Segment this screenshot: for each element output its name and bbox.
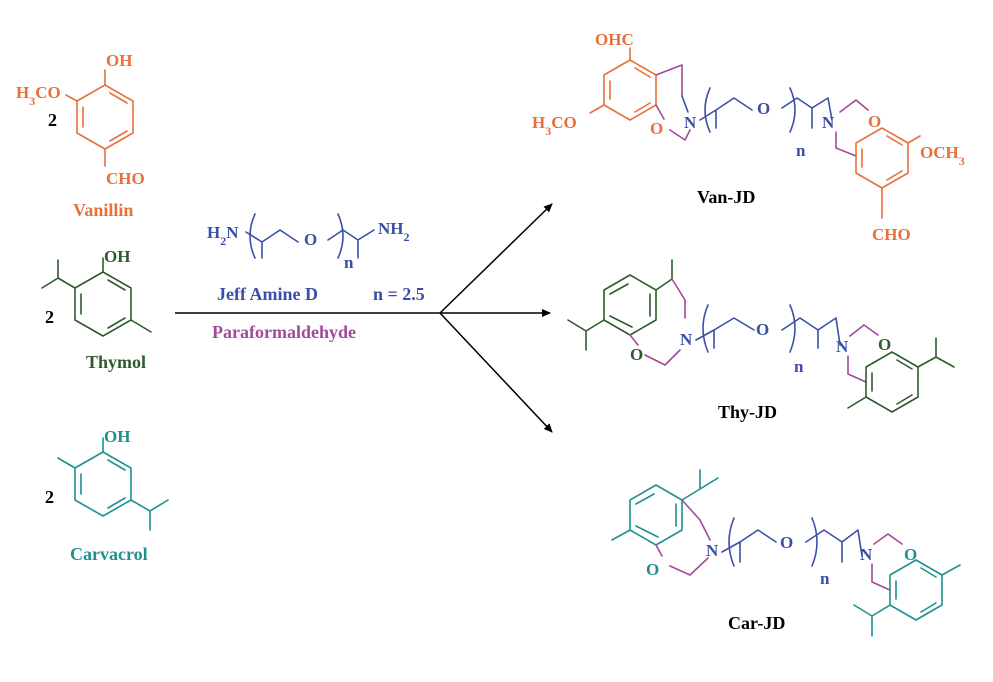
paraformaldehyde-label: Paraformaldehyde	[212, 322, 356, 342]
thymol-ring	[74, 271, 132, 337]
van-jd-left-oxazine-n-bond	[681, 95, 689, 113]
thy-jd-left-n: N	[680, 330, 693, 349]
vanillin-aldehyde-label: CHO	[106, 169, 145, 188]
thy-jd-left-ring-inner	[609, 283, 651, 328]
carvacrol-coefficient: 2	[45, 487, 54, 507]
car-jd-right-ring-inner	[895, 567, 937, 613]
arrow-to-car-jd	[439, 312, 553, 433]
van-jd-cho-top: OHC	[595, 30, 634, 49]
jeffamine-backbone	[245, 229, 375, 259]
vanillin-ring	[76, 84, 134, 150]
thymol-ring-inner	[80, 279, 126, 329]
car-jd-repeat-n: n	[820, 569, 830, 588]
jeffamine-structure: H2N O n NH2 Jeff Amine D n = 2.5 Parafor…	[207, 213, 425, 342]
van-jd-product: OHC H3CO O N O n N O OCH3 CHO Van-JD	[532, 30, 965, 244]
van-jd-cho-bottom: CHO	[872, 225, 911, 244]
van-jd-och3-left: H3CO	[532, 113, 577, 138]
thy-jd-right-o: O	[878, 335, 891, 354]
car-jd-right-n: N	[860, 545, 873, 564]
car-jd-product: O N O n N O Car-JD	[611, 469, 961, 637]
car-jd-chain	[721, 529, 863, 563]
thy-jd-right-substituents	[847, 337, 955, 409]
arrow-to-van-jd	[439, 203, 553, 314]
thy-jd-right-n: N	[836, 337, 849, 356]
vanillin-coefficient: 2	[48, 110, 57, 130]
vanillin-oh-label: OH	[106, 51, 132, 70]
van-jd-left-ring	[603, 59, 657, 121]
car-jd-left-oxazine	[655, 499, 711, 576]
van-jd-och3-right: OCH3	[920, 143, 965, 168]
thymol-molecule: OH 2 Thymol	[41, 247, 152, 372]
carvacrol-ring-inner	[80, 459, 126, 509]
van-jd-left-o: O	[650, 119, 663, 138]
thy-jd-chain-o: O	[756, 320, 769, 339]
van-jd-left-oxazine	[655, 64, 691, 141]
thymol-substituent-bonds	[41, 257, 152, 333]
car-jd-right-ring	[889, 559, 943, 621]
carvacrol-name: Carvacrol	[70, 544, 148, 564]
jeffamine-name: Jeff Amine D	[217, 284, 318, 304]
carvacrol-substituent-bonds	[57, 437, 169, 531]
vanillin-substituent-bonds	[65, 69, 106, 167]
jeffamine-nh2-label: NH2	[378, 219, 410, 244]
van-jd-chain	[699, 97, 833, 129]
thymol-name: Thymol	[86, 352, 146, 372]
car-jd-right-oxazine	[871, 533, 903, 591]
car-jd-left-o: O	[646, 560, 659, 579]
thy-jd-brackets	[702, 304, 796, 353]
van-jd-right-ring	[855, 127, 909, 189]
vanillin-ring-inner	[82, 92, 128, 142]
carvacrol-ring	[74, 451, 132, 517]
thy-jd-chain	[695, 317, 841, 349]
van-jd-right-oxazine	[835, 99, 869, 157]
van-jd-left-ring-inner	[609, 67, 651, 113]
car-jd-chain-o: O	[780, 533, 793, 552]
jeffamine-brackets	[249, 213, 344, 259]
jeffamine-oxygen: O	[304, 230, 317, 249]
van-jd-label: Van-JD	[697, 187, 755, 207]
van-jd-right-n: N	[822, 113, 835, 132]
carvacrol-molecule: OH 2 Carvacrol	[45, 427, 169, 564]
van-jd-right-substituents	[881, 135, 921, 219]
van-jd-left-substituents	[589, 47, 631, 114]
thy-jd-left-oxazine	[629, 278, 686, 366]
van-jd-right-o: O	[868, 112, 881, 131]
van-jd-repeat-n: n	[796, 141, 806, 160]
thy-jd-label: Thy-JD	[718, 402, 777, 422]
reaction-arrows	[175, 203, 553, 433]
van-jd-left-n: N	[684, 113, 697, 132]
jeffamine-h2n-label: H2N	[207, 223, 239, 248]
car-jd-left-n: N	[706, 541, 719, 560]
vanillin-molecule: OH H3CO CHO 2 Vanillin	[16, 51, 145, 220]
car-jd-right-o: O	[904, 545, 917, 564]
thy-jd-left-o: O	[630, 345, 643, 364]
thy-jd-product: O N O n N O Thy-JD	[567, 259, 955, 422]
thy-jd-right-ring	[865, 351, 919, 413]
thymol-coefficient: 2	[45, 307, 54, 327]
thymol-oh-label: OH	[104, 247, 130, 266]
n-value-label: n = 2.5	[373, 284, 425, 304]
thy-jd-right-ring-inner	[871, 359, 913, 405]
car-jd-brackets	[728, 517, 818, 567]
jeffamine-repeat-n: n	[344, 253, 354, 272]
car-jd-label: Car-JD	[728, 613, 785, 633]
vanillin-name: Vanillin	[73, 200, 133, 220]
carvacrol-oh-label: OH	[104, 427, 130, 446]
thy-jd-right-oxazine	[847, 324, 879, 383]
van-jd-chain-o: O	[757, 99, 770, 118]
car-jd-left-ring-inner	[635, 493, 677, 538]
van-jd-brackets	[704, 87, 796, 133]
van-jd-right-ring-inner	[861, 135, 903, 181]
car-jd-right-substituents	[853, 564, 961, 637]
vanillin-methoxy-label: H3CO	[16, 83, 61, 108]
thy-jd-repeat-n: n	[794, 357, 804, 376]
car-jd-left-substituents	[611, 469, 719, 541]
